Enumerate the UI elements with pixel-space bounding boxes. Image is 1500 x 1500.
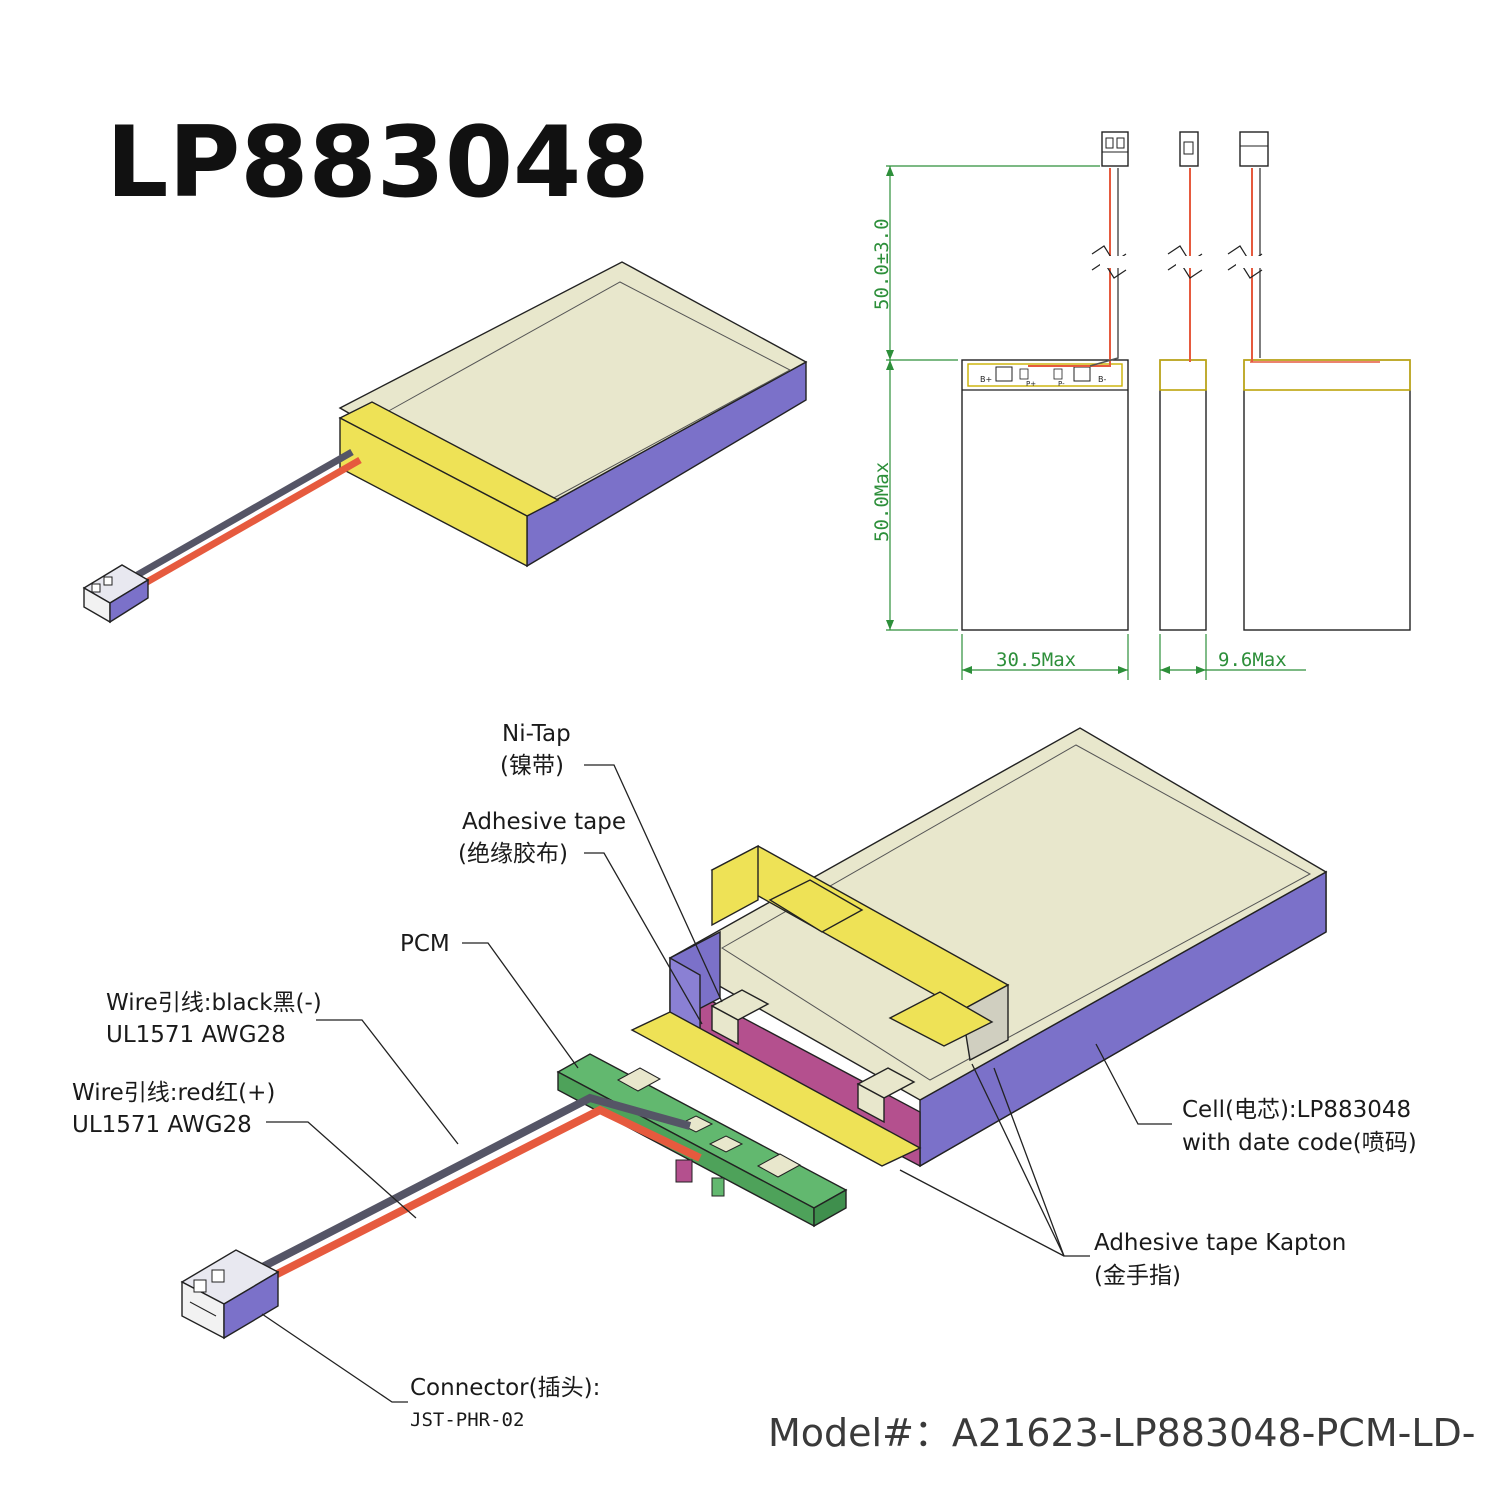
kapton-strip [630,1011,922,1167]
dim-length: 50.0Max [871,462,893,542]
wire-black-large [212,1093,692,1296]
label-kapton-2: (金手指) [1094,1263,1181,1289]
dim-width: 30.5Max [996,649,1076,671]
cell-top-large [668,727,1328,1101]
label-ni-tap-cn: (镍带) [500,753,564,779]
dimension-lines [886,165,1306,680]
label-wire-black-1: Wire引线:black黑(-) [106,990,322,1016]
orthographic-views: B+ P+ P- B- [871,131,1411,680]
leader-lines [261,764,1172,1403]
label-cell-1: Cell(电芯):LP883048 [1182,1097,1411,1123]
label-cell-2: with date code(喷码) [1182,1130,1417,1156]
dim-wire-length: 50.0±3.0 [871,218,893,310]
label-connector-2: JST-PHR-02 [410,1409,524,1431]
wire-red-large [224,1105,702,1304]
label-kapton-1: Adhesive tape Kapton [1094,1230,1346,1256]
pcm-mark-bplus: B+ [980,375,992,384]
battery-iso-small [82,261,808,624]
connector-small [82,564,150,624]
front-view: B+ P+ P- B- [961,131,1129,631]
label-wire-red-2: UL1571 AWG28 [72,1112,252,1138]
pcm-mark-pminus: P- [1058,380,1065,388]
battery-exploded [180,727,1328,1340]
label-connector-1: Connector(插头): [410,1375,600,1401]
dim-thickness: 9.6Max [1218,649,1287,671]
pcm-mark-bminus: B- [1098,375,1106,384]
wire-black-small [116,448,354,590]
label-wire-black-2: UL1571 AWG28 [106,1022,286,1048]
label-ni-tap: Ni-Tap [502,721,571,747]
label-wire-red-1: Wire引线:red红(+) [72,1080,275,1106]
wire-red-small [124,456,362,598]
model-number: Model#：A21623-LP883048-PCM-LD- [768,1411,1475,1455]
connector-large [180,1249,280,1340]
label-pcm: PCM [400,931,450,957]
label-adhesive-tape-cn: (绝缘胶布) [458,841,568,867]
product-title: LP883048 [106,106,649,220]
label-adhesive-tape: Adhesive tape [462,809,626,835]
pcm-mark-pplus: P+ [1026,380,1036,388]
back-view [1227,131,1411,631]
kapton-front [339,416,528,568]
side-view [1159,131,1207,631]
